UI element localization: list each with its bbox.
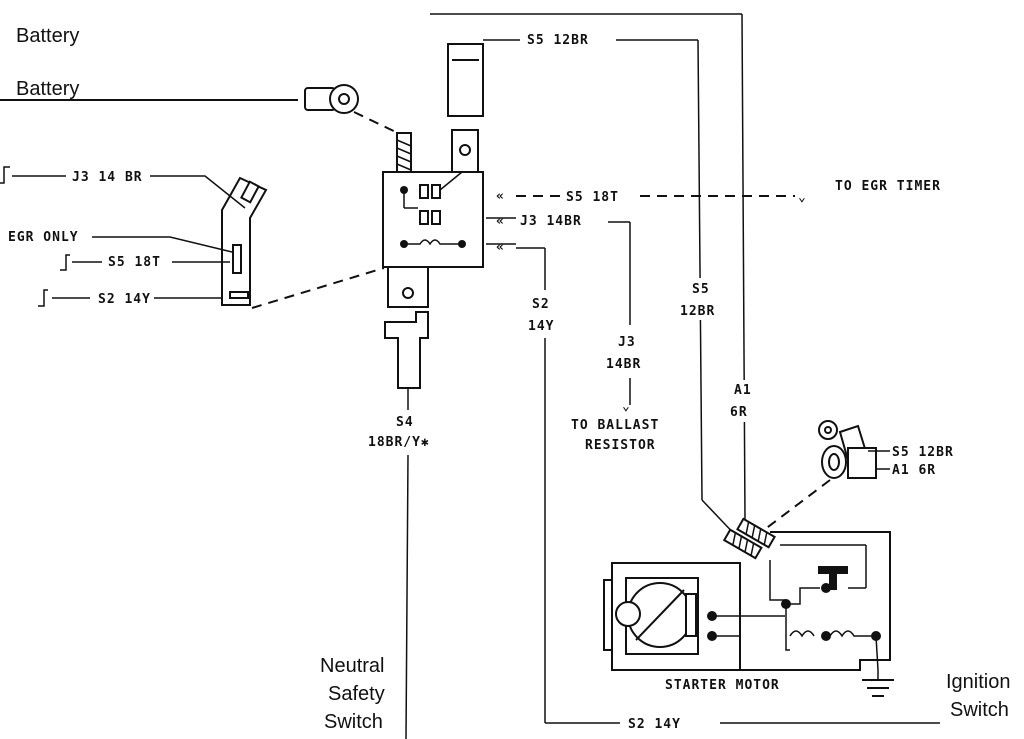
- starter-ring-terminals: [818, 420, 877, 479]
- connector-label-j3: J3 14 BR: [72, 170, 143, 185]
- neutral-label-3: Switch: [324, 711, 383, 733]
- starter-relay: [382, 129, 484, 308]
- connector-label-s5: S5 18T: [108, 255, 161, 270]
- neutral-label-1: Neutral: [320, 655, 384, 677]
- s2-vertical-2: 14Y: [528, 319, 554, 334]
- j3-vertical-1: J3: [618, 335, 636, 350]
- chevron-s2: «: [496, 240, 505, 255]
- s5-vertical-1: S5: [692, 282, 710, 297]
- ignition-label-1: Ignition: [946, 671, 1011, 693]
- battery-ring-terminal: [304, 84, 359, 114]
- ignition-label-2: Switch: [950, 699, 1009, 721]
- relay-top-cap: [447, 39, 520, 117]
- wire-label-s2-bottom: S2 14Y: [628, 717, 681, 732]
- battery-label-1: Battery: [16, 25, 79, 47]
- starter-motor: [603, 517, 891, 671]
- s4-label-2: 18BR/Y✱: [368, 435, 430, 450]
- left-connector-body: [221, 176, 268, 306]
- s2-vertical-1: S2: [532, 297, 550, 312]
- svg-text:⌄: ⌄: [798, 190, 807, 205]
- wire-label-s5-top: S5 12BR: [527, 33, 589, 48]
- chevron-j3: «: [496, 214, 505, 229]
- wire-label-j3: J3 14BR: [520, 214, 582, 229]
- battery-dashed-link: [353, 111, 403, 136]
- starter-motor-label: STARTER MOTOR: [665, 678, 780, 693]
- a1-vertical-1: A1: [734, 383, 752, 398]
- to-ballast-2: RESISTOR: [585, 438, 656, 453]
- to-ballast-1: TO BALLAST: [571, 418, 659, 433]
- s4-label-1: S4: [396, 415, 414, 430]
- s5-vertical-2: 12BR: [680, 304, 715, 319]
- j3-vertical-2: 14BR: [606, 357, 641, 372]
- egr-only-label: EGR ONLY: [8, 230, 79, 245]
- a1-vertical-2: 6R: [730, 405, 748, 420]
- terminal-label-a1: A1 6R: [892, 463, 936, 478]
- s4-connector: [384, 311, 429, 389]
- to-egr-timer-label: TO EGR TIMER: [835, 179, 941, 194]
- connector-label-s2: S2 14Y: [98, 292, 151, 307]
- battery-label-2: Battery: [16, 78, 79, 100]
- neutral-label-2: Safety: [328, 683, 385, 705]
- svg-text:⌄: ⌄: [622, 399, 631, 414]
- chevron-s5: «: [496, 189, 505, 204]
- ground-symbol: [862, 670, 894, 697]
- wire-label-s5-18t: S5 18T: [566, 190, 619, 205]
- terminal-label-s5: S5 12BR: [892, 445, 954, 460]
